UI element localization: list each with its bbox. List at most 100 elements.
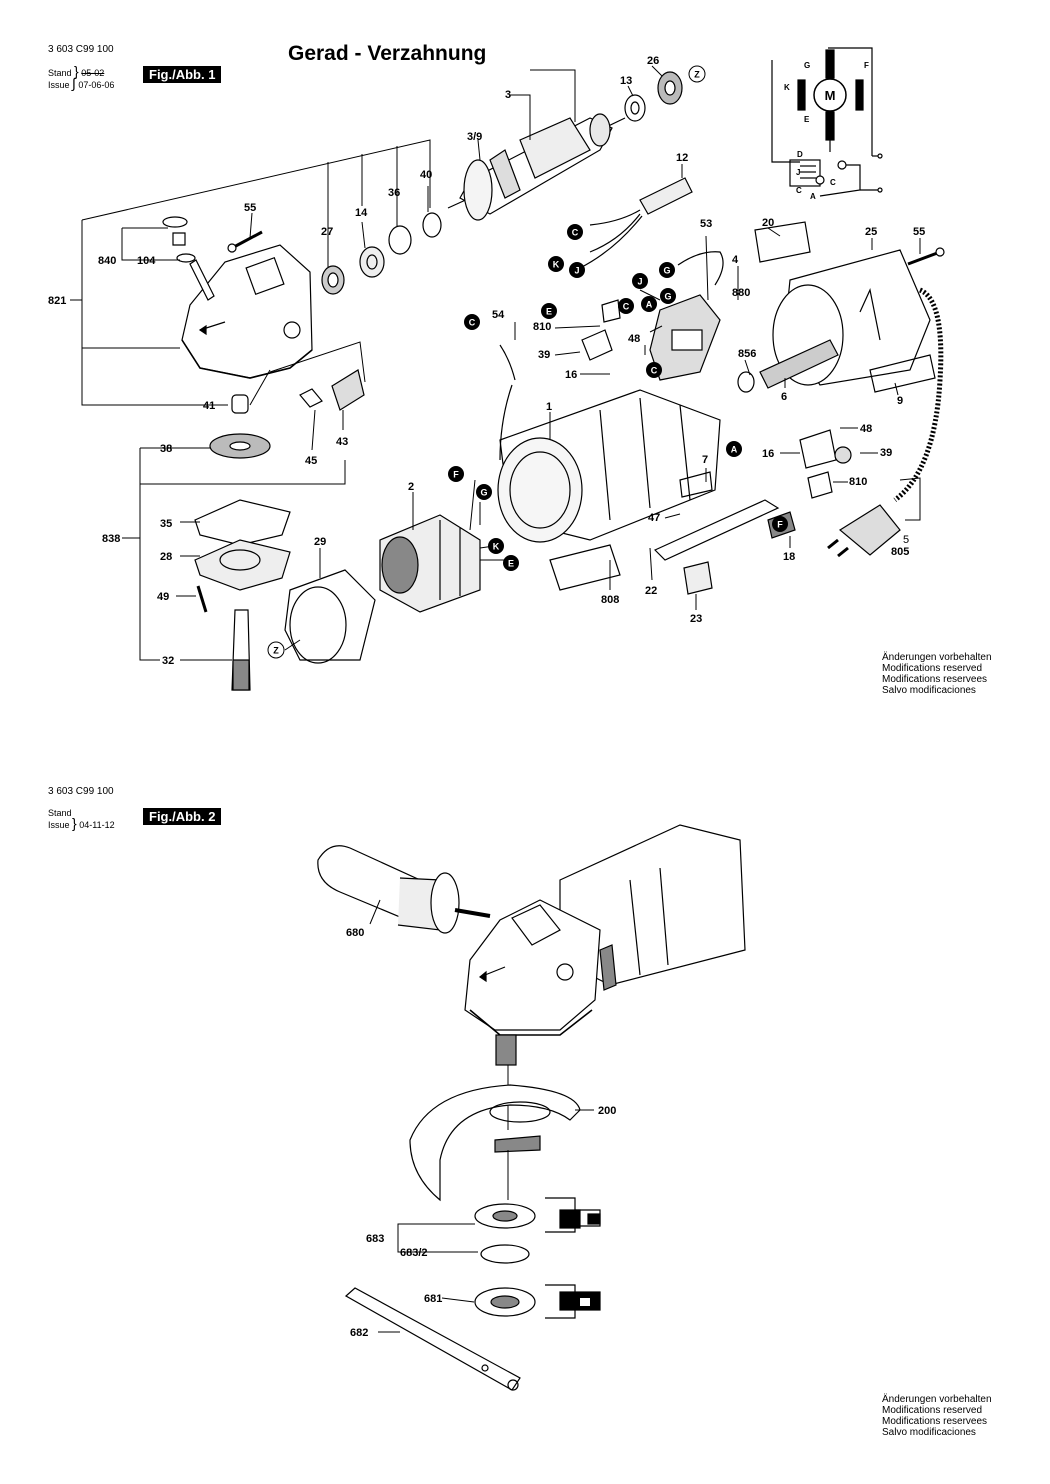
part-number: 35 — [160, 518, 172, 530]
connector-letter: G — [663, 266, 670, 276]
part-number: 5 — [903, 534, 909, 546]
part-number: 200 — [598, 1105, 616, 1117]
part-number: 810 — [849, 476, 867, 488]
part-number: 38 — [160, 443, 172, 455]
part-number: 6 — [781, 391, 787, 403]
modifications-notice-fig1: Änderungen vorbehalten Modifications res… — [882, 652, 992, 696]
spanner-682 — [344, 1287, 521, 1391]
part-number: 16 — [565, 369, 577, 381]
issue-label: Issue — [48, 820, 70, 830]
spring-104 — [172, 232, 186, 246]
issue-date: 04-11-12 — [79, 820, 115, 830]
issue-date: 07-06-06 — [78, 80, 115, 90]
part-number: 805 — [891, 546, 909, 558]
connector-letter: A — [731, 445, 738, 455]
part-number: 43 — [336, 436, 348, 448]
screw-55-right — [907, 250, 941, 266]
gasket-35 — [194, 499, 291, 546]
exploded-diagram-fig1: C K J G J G E C A C C A F G K E F Z Z G … — [48, 47, 945, 691]
schematic-letter: G — [804, 61, 810, 70]
part-number: 840 — [98, 255, 116, 267]
wire-54 — [499, 344, 516, 461]
wheel-guard-200 — [409, 1084, 581, 1202]
part-number: 1 — [546, 401, 552, 413]
part-number: 682 — [350, 1327, 368, 1339]
schematic-letter: F — [864, 61, 869, 70]
part-number: 36 — [388, 187, 400, 199]
connector-letter: K — [493, 542, 500, 552]
schematic-letter: K — [784, 83, 790, 92]
part-number: 16 — [762, 448, 774, 460]
part-number: 20 — [762, 217, 774, 229]
notice-line: Salvo modificaciones — [882, 685, 976, 696]
figure-label: Fig./Abb. 1 — [143, 66, 222, 83]
bearing-13 — [624, 94, 646, 122]
switch-rod-22 — [653, 499, 780, 561]
schematic-letter: E — [804, 115, 810, 124]
clamping-nut-681 — [474, 1284, 601, 1319]
stand-label: Stand — [48, 68, 72, 78]
label-plate-20 — [754, 221, 811, 263]
motor-housing-1 — [497, 389, 721, 543]
bearing-14 — [359, 246, 385, 278]
part-number: 39 — [538, 349, 550, 361]
connector-letter: C — [572, 228, 579, 238]
part-number: 838 — [102, 533, 120, 545]
slide-button-23 — [683, 561, 713, 595]
schematic-letter: A — [810, 192, 816, 201]
schematic-letter: J — [796, 168, 800, 177]
part-number: 26 — [647, 55, 659, 67]
part-number: 40 — [420, 169, 432, 181]
part-number: 14 — [355, 207, 368, 219]
part-number-labels: 3 26 13 3/9 12 40 36 14 27 55 840 104 82… — [48, 55, 925, 667]
notice-line: Modifications reserved — [882, 663, 983, 674]
part-number: 32 — [162, 655, 174, 667]
mounting-flange-683 — [474, 1197, 601, 1264]
motor-symbol-letter: M — [825, 88, 836, 103]
issue-label: Issue — [48, 80, 70, 90]
schematic-letter: D — [797, 150, 803, 159]
auxiliary-handle-680 — [317, 845, 491, 934]
power-cable — [893, 287, 944, 502]
connector-letter: J — [637, 277, 642, 287]
part-number: 45 — [305, 455, 317, 467]
wire-53 — [677, 251, 724, 286]
notice-line: Salvo modificaciones — [882, 1427, 976, 1438]
cable-sleeve-856 — [759, 339, 839, 389]
part-number: 41 — [203, 400, 215, 412]
part-number: 680 — [346, 927, 364, 939]
part-number: 7 — [702, 454, 708, 466]
part-number: 27 — [321, 226, 333, 238]
part-number: 25 — [865, 226, 877, 238]
part-number-labels-fig2: 680 200 683 683/2 681 682 — [346, 927, 616, 1339]
part-number: 29 — [314, 536, 326, 548]
connector-letter: C — [623, 302, 630, 312]
stand-label: Stand — [48, 808, 72, 818]
connector-letter: C — [651, 366, 658, 376]
part-number: 3 — [505, 89, 511, 101]
notice-line: Modifications reservees — [882, 1416, 988, 1427]
part-number: 48 — [628, 333, 640, 345]
circlip-40 — [422, 212, 442, 238]
gear-43 — [331, 369, 365, 411]
part-number: 39 — [880, 447, 892, 459]
part-number: 18 — [783, 551, 795, 563]
gear-head-housing — [181, 244, 313, 379]
modifications-notice-fig2: Änderungen vorbehalten Modifications res… — [882, 1394, 992, 1438]
stand-date-struck: 05-02 — [81, 68, 105, 78]
plug-805 — [838, 504, 901, 556]
fan-guide-29 — [284, 569, 376, 661]
part-number: 28 — [160, 551, 172, 563]
connector-letter: E — [546, 307, 552, 317]
part-number: 55 — [244, 202, 256, 214]
brush-holder-left — [581, 329, 613, 361]
schematic-letter: C — [830, 178, 836, 187]
connector-markers: C K J G J G E C A C C A F G K E F Z Z — [267, 65, 788, 659]
part-number: 683/2 — [400, 1247, 428, 1259]
screw-49 — [196, 585, 208, 613]
connector-letter: A — [646, 300, 653, 310]
part-number: 12 — [676, 152, 688, 164]
figure-label-fig2: Fig./Abb. 2 — [143, 808, 222, 825]
part-number: 22 — [645, 585, 657, 597]
suppressor-12 — [639, 177, 693, 215]
